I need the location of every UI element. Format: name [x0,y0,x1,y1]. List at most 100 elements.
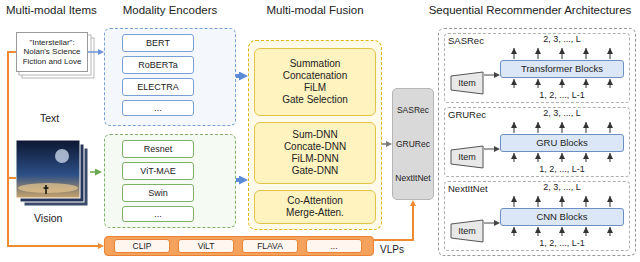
sequence-arrow [586,196,587,207]
note-label: Multi-modal Items [6,4,97,17]
note-label: 2, 3, ..., L [512,34,612,44]
sequence-arrow [514,196,515,207]
box-label: Concate-DNN [284,141,346,153]
encoder-group: Modality EncodersBERTRoBERTaELECTRA... [104,28,236,126]
encoder-box: BERT [122,34,194,52]
group-heading: SASRec [448,35,484,46]
sequence-arrow [610,48,611,59]
encoder-box: Swin [122,184,194,202]
item-layer: Item [450,219,484,243]
group-heading: GRURec [448,109,486,120]
sequence-arrow [538,79,539,88]
encoder-box: RoBERTa [122,56,194,74]
connector [484,149,494,150]
connector [8,52,98,246]
note-label: 1, 2, ..., L-1 [512,164,612,174]
encoder-box: ViT-MAE [122,162,194,180]
sequence-arrow [538,153,539,162]
box-label: Item [458,226,476,237]
fusion-group: Multi-modal FusionSummationConcatenation… [248,40,382,230]
box-label: ... [330,241,337,251]
vlp-bar: VLPsCLIPViLTFLAVA... [104,236,374,256]
vlp-box: ... [306,239,362,253]
note-label: Text [40,112,59,124]
vlp-box: ViLT [178,239,234,253]
box-label: SASRec [397,105,429,115]
connector [236,178,239,182]
box-label: ELECTRA [137,82,179,93]
encoder-box: ELECTRA [122,78,194,96]
connector [484,75,494,76]
box-label: Gate-DNN [292,165,339,177]
box-label: Sum-DNN [292,129,338,141]
sequence-arrow [610,79,611,88]
note-label: 1, 2, ..., L-1 [512,90,612,100]
sequence-arrow [586,227,587,236]
fusion-box: Sum-DNNConcate-DNNFiLM-DNNGate-DNN [254,122,376,184]
connector [484,223,494,224]
sequence-arrow [538,48,539,59]
trapezoid-outline [451,220,483,242]
recommender-box: SASRecGRURecNextItNet [392,88,434,200]
architecture-panel: SASRecItem Transformer Blocks [444,33,630,103]
poster-horizon [18,183,78,193]
connector [382,143,386,145]
box-label: NextItNet [395,173,430,183]
box-label: ViLT [198,241,215,251]
sequence-arrow [538,227,539,236]
sequence-arrow [562,48,563,59]
image-arrow [90,171,95,173]
box-label: BERT [146,38,170,49]
encoder-box: Resnet [122,140,194,158]
encoder-group: ResnetViT-MAE Swin... [104,134,236,228]
group-heading: Multi-modal Fusion [248,4,382,18]
box-label: ... [154,103,162,114]
sequence-arrow [562,153,563,162]
sequence-arrow [538,196,539,207]
encoder-box: ... [122,100,194,116]
item-layer: Item [450,145,484,169]
sequence-arrow [586,48,587,59]
vlp-feed-line [8,177,16,179]
poster-planet [55,149,69,163]
connector [88,51,98,53]
box-label: GRURec [396,139,430,149]
sequence-arrow [562,196,563,207]
sequence-arrow [538,122,539,133]
group-heading: VLPs [380,244,404,256]
box-label: Item [458,152,476,163]
fusion-box: SummationConcatenationFiLMGate Selection [254,48,376,116]
box-label: Resnet [144,144,173,155]
box-label: ... [154,209,162,220]
block-stack: CNN Blocks [500,208,624,226]
box-label: FiLM [304,82,326,94]
box-label: RoBERTa [138,60,177,71]
encoder-box: ... [122,206,194,222]
box-label: CLIP [133,241,152,251]
sequence-arrow [586,153,587,162]
box-label: CNN Blocks [536,211,587,222]
box-label: Swin [148,188,168,199]
box-label: Merge-Atten. [286,207,344,219]
architecture-panel: NextItNetItemCNN Blocks [444,181,630,251]
box-label: GRU Blocks [536,137,588,148]
box-label: Transformer Blocks [521,63,603,74]
sequence-arrow [586,122,587,133]
sequence-arrow [610,196,611,207]
sequence-arrow [610,122,611,133]
sequence-arrow [610,227,611,236]
vlp-box: FLAVA [242,239,298,253]
block-stack: GRU Blocks [500,134,624,152]
vlp-box: CLIP [114,239,170,253]
sequence-arrow [514,79,515,88]
box-label: Gate Selection [282,94,348,106]
sequence-arrow [610,153,611,162]
box-label: Item [458,78,476,89]
trapezoid-outline [451,146,483,168]
sequence-arrow [514,153,515,162]
sequence-arrow [514,48,515,59]
text-item: "Interstellar": Nolan's Science Fiction … [16,32,88,72]
architecture-panel: GRURecItem GRU Blocks [444,107,630,177]
architecture-group: Sequential Recommender ArchitecturesSASR… [438,28,636,256]
group-heading: Sequential Recommender Architectures [424,4,636,18]
